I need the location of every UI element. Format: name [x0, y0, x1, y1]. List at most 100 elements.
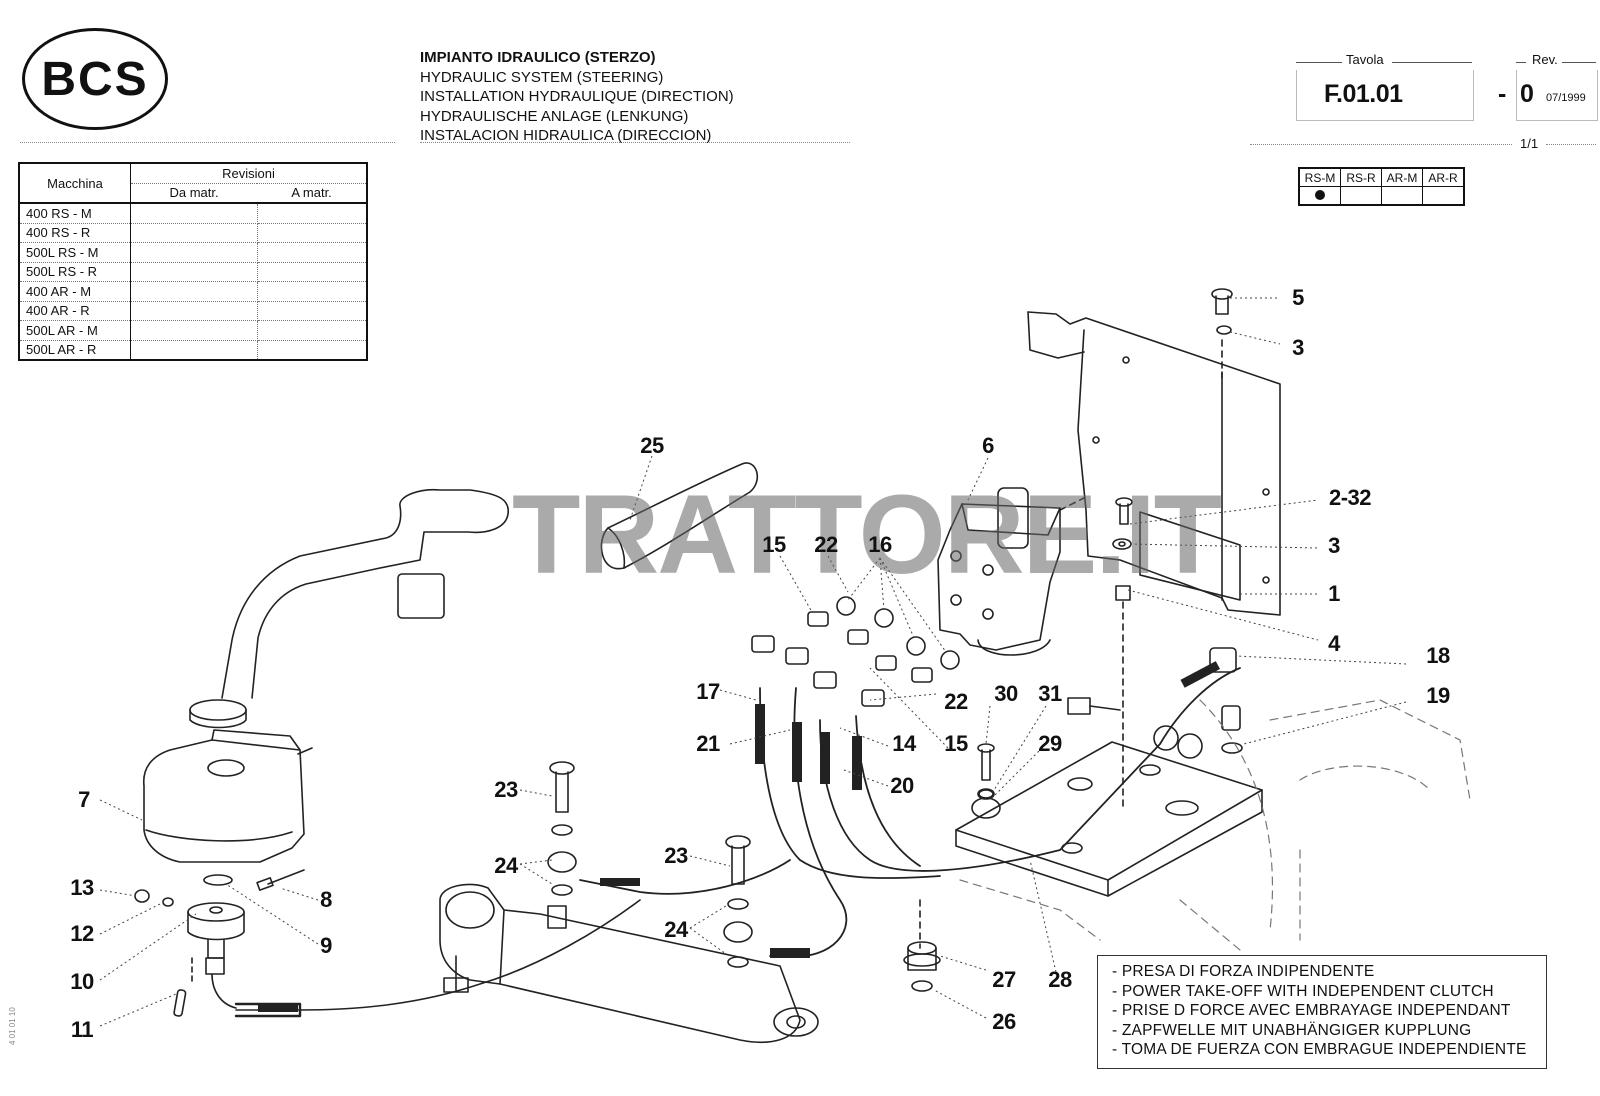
- watermark: TRATTORE.IT: [512, 472, 1222, 597]
- tavola-label: Tavola: [1346, 52, 1384, 67]
- revisions-table: Macchina Revisioni Da matr. A matr. 400 …: [18, 162, 368, 361]
- callout-5: 5: [1292, 285, 1304, 310]
- callout-7: 7: [78, 787, 90, 812]
- callout-16: 16: [868, 532, 892, 557]
- rev-box: [1516, 70, 1598, 121]
- table-row: 500L RS - M: [19, 242, 367, 263]
- callout-23: 23: [494, 777, 518, 802]
- callout-6: 6: [982, 433, 994, 458]
- title-line-de: HYDRAULISCHE ANLAGE (LENKUNG): [420, 107, 689, 125]
- note-line-fr: - PRISE D FORCE AVEC EMBRAYAGE INDEPENDA…: [1112, 1002, 1511, 1019]
- callout-14: 14: [892, 731, 916, 756]
- rev-date: 07/1999: [1546, 92, 1586, 104]
- banjo-bolts: [547, 761, 753, 968]
- machine-cell: 500L AR - M: [19, 320, 131, 341]
- rev-label: Rev.: [1532, 52, 1558, 67]
- machine-cell: 400 RS - R: [19, 223, 131, 243]
- table-row: 400 AR - R: [19, 301, 367, 321]
- callout-23: 23: [664, 843, 688, 868]
- callout-24: 24: [494, 853, 518, 878]
- machine-cell: 400 AR - M: [19, 281, 131, 302]
- callout-10: 10: [70, 969, 94, 994]
- callout-3: 3: [1328, 533, 1340, 558]
- note-line-es: - TOMA DE FUERZA CON EMBRAGUE INDEPENDIE…: [1112, 1041, 1527, 1058]
- table-row: 400 RS - R: [19, 223, 367, 243]
- variant-header: RS-R: [1340, 167, 1382, 187]
- col-from-header: Da matr.: [130, 183, 258, 204]
- note-line-en: - POWER TAKE-OFF WITH INDEPENDENT CLUTCH: [1112, 982, 1494, 1000]
- callout-24: 24: [664, 917, 688, 942]
- col-revisions-header: Revisioni: [130, 163, 367, 184]
- machine-cell: 500L RS - M: [19, 242, 131, 263]
- sheet-page: 1/1: [1520, 136, 1539, 151]
- pto-note-box: - PRESA DI FORZA INDIPENDENTE - POWER TA…: [1097, 955, 1547, 1069]
- hose-cover-25: [600, 462, 759, 570]
- variant-header: AR-R: [1422, 167, 1465, 187]
- table-row: 400 RS - M: [19, 203, 367, 224]
- col-to-header: A matr.: [257, 183, 367, 204]
- callout-25: 25: [640, 433, 664, 458]
- callout-12: 12: [70, 921, 94, 946]
- filter-parts: [134, 874, 245, 1017]
- title-line-fr: INSTALLATION HYDRAULIQUE (DIRECTION): [420, 88, 734, 105]
- machine-cell: 400 AR - R: [19, 301, 131, 321]
- callout-17: 17: [696, 679, 720, 704]
- title-line-en: HYDRAULIC SYSTEM (STEERING): [420, 68, 664, 86]
- tractor-housing: [959, 699, 1471, 951]
- callout-1: 1: [1328, 581, 1340, 606]
- steering-unit: [937, 487, 1061, 656]
- return-pipe: [189, 488, 509, 729]
- table-row: 400 AR - M: [19, 281, 367, 302]
- variant-header: AR-M: [1381, 167, 1423, 187]
- bcs-logo: BCS: [22, 28, 168, 130]
- variant-table: RS-M RS-R AR-M AR-R: [1298, 167, 1465, 206]
- bolt-2-32: [1059, 497, 1133, 811]
- rubber-mount: [903, 941, 941, 992]
- return-hose: [235, 899, 641, 1011]
- leader-lines: [99, 297, 1407, 1027]
- callout-19: 19: [1426, 683, 1450, 708]
- table-row: 500L AR - M: [19, 320, 367, 341]
- callout-2-32: 2-32: [1328, 485, 1372, 510]
- title-block: IMPIANTO IDRAULICO (STERZO) HYDRAULIC SY…: [420, 48, 734, 146]
- callout-31: 31: [1038, 681, 1062, 706]
- table-row: 500L AR - R: [19, 340, 367, 360]
- pto-plate: [919, 741, 1263, 949]
- note-line-de: - ZAPFWELLE MIT UNABHÄNGIGER KUPPLUNG: [1112, 1021, 1472, 1039]
- header-divider-mid: [420, 142, 850, 143]
- oil-tank: [143, 729, 313, 891]
- rev-number: 0: [1520, 80, 1534, 108]
- tavola-box: [1296, 70, 1474, 121]
- tavola-number: F.01.01: [1324, 80, 1403, 108]
- table-row: 500L RS - R: [19, 262, 367, 282]
- callout-28: 28: [1048, 967, 1072, 992]
- machine-cell: 500L RS - R: [19, 262, 131, 282]
- callout-20: 20: [890, 773, 914, 798]
- callout-3: 3: [1292, 335, 1304, 360]
- hoses: [579, 667, 1241, 958]
- callout-18: 18: [1426, 643, 1450, 668]
- header-divider-left: [20, 142, 395, 143]
- callout-26: 26: [992, 1009, 1016, 1034]
- machine-cell: 400 RS - M: [19, 203, 131, 224]
- support-bracket: [1027, 311, 1281, 616]
- callout-15: 15: [944, 731, 968, 756]
- callout-22: 22: [814, 532, 838, 557]
- callout-4: 4: [1328, 631, 1340, 656]
- logo-text: BCS: [41, 52, 149, 106]
- col-machine-header: Macchina: [19, 163, 131, 204]
- bolt-5: [1211, 288, 1233, 379]
- side-code: 4 01 01 10: [8, 1007, 17, 1045]
- variant-header: RS-M: [1298, 167, 1341, 187]
- callout-29: 29: [1038, 731, 1062, 756]
- plate-bolts: [977, 697, 1203, 800]
- selected-dot-icon: [1315, 189, 1325, 200]
- title-line-it: IMPIANTO IDRAULICO (STERZO): [420, 49, 656, 66]
- callout-30: 30: [994, 681, 1018, 706]
- callout-13: 13: [70, 875, 94, 900]
- rev-dash: -: [1498, 80, 1507, 108]
- title-line-es: INSTALACION HIDRAULICA (DIRECCION): [420, 127, 712, 144]
- callout-27: 27: [992, 967, 1016, 992]
- callout-11: 11: [70, 1017, 94, 1042]
- callout-9: 9: [320, 933, 332, 958]
